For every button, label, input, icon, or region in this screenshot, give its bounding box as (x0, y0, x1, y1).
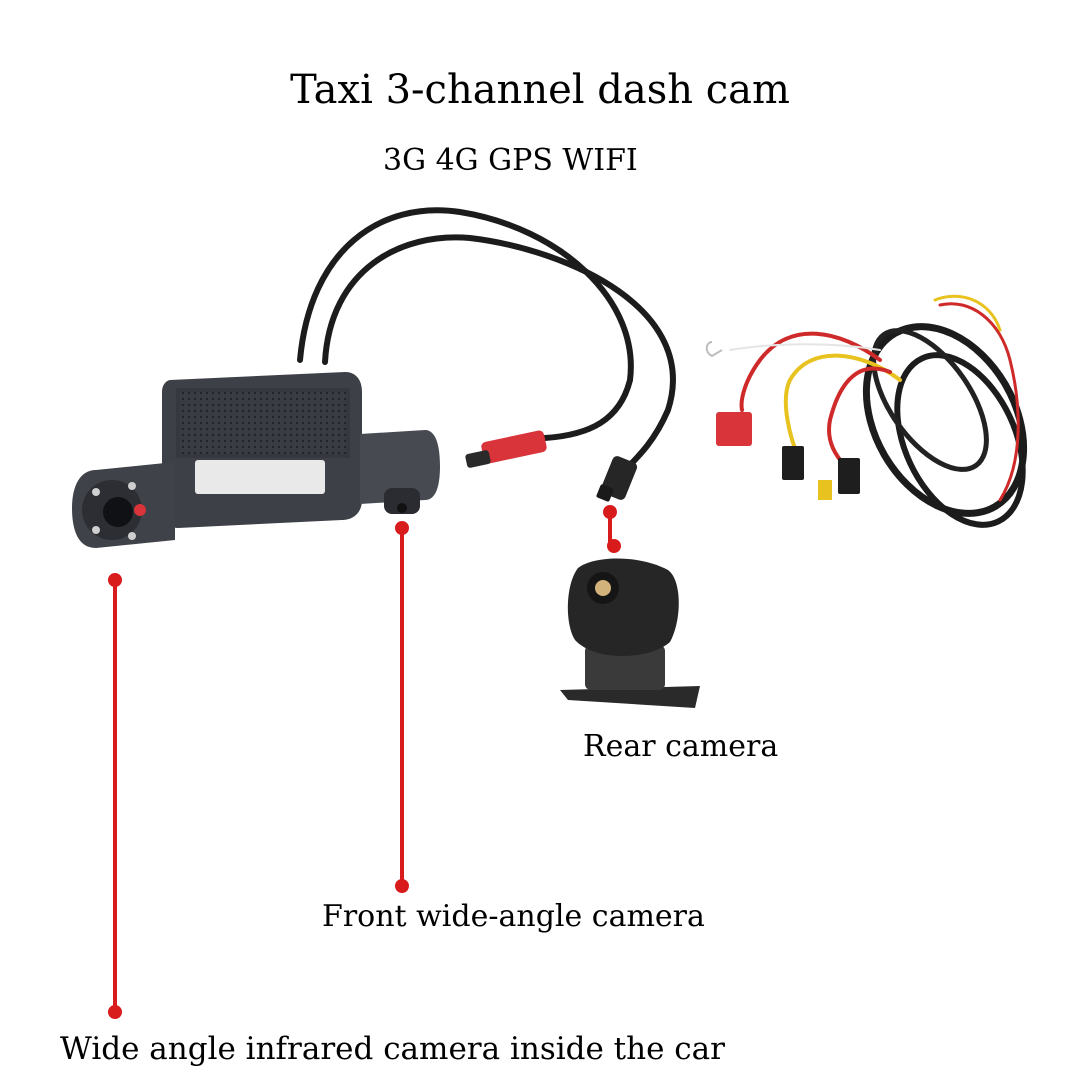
pointer-lines (108, 505, 621, 1019)
interior-camera-label: Wide angle infrared camera inside the ca… (60, 1031, 725, 1067)
front-camera-pointer-start (395, 521, 409, 535)
red-connector (465, 430, 547, 468)
interior-camera-pointer-start (108, 573, 122, 587)
front-camera-label: Front wide-angle camera (322, 899, 705, 934)
power-harness (729, 294, 1028, 528)
main-unit (72, 372, 440, 548)
front-camera-pointer-end (395, 879, 409, 893)
black-connector (596, 456, 638, 502)
interior-camera-pointer-end (108, 1005, 122, 1019)
page-title: Taxi 3-channel dash cam (290, 67, 790, 113)
rear-camera (560, 558, 700, 708)
rear-camera-pointer-start (603, 505, 617, 519)
page-subtitle: 3G 4G GPS WIFI (383, 143, 638, 178)
rear-camera-pointer-end (607, 539, 621, 553)
camera-cables (297, 207, 676, 473)
rear-camera-label: Rear camera (583, 729, 779, 764)
fuse-taps (705, 341, 860, 500)
